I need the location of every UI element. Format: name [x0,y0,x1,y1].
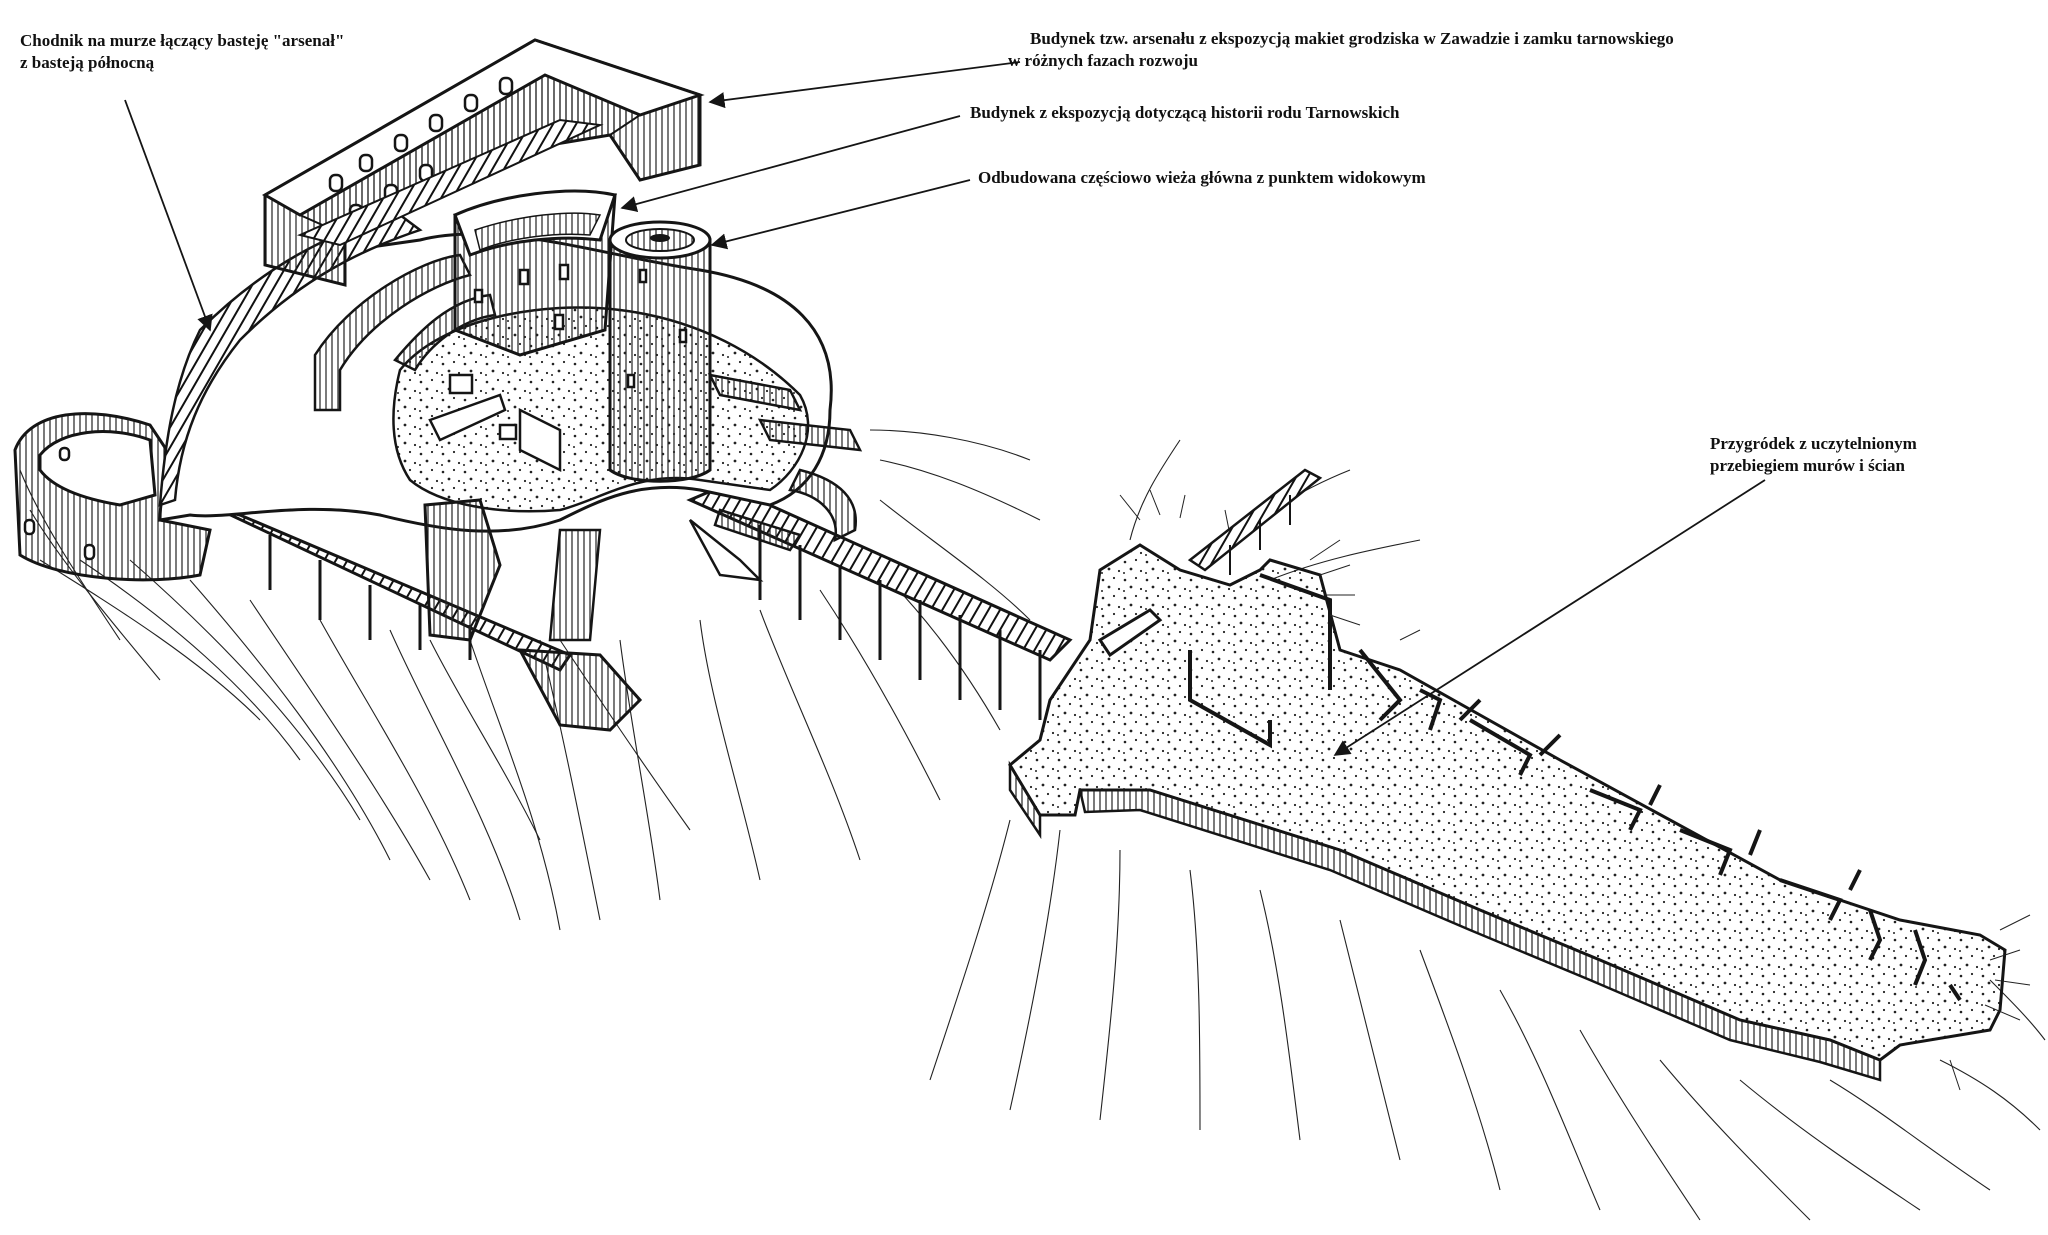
west-bridge [219,508,573,672]
annotation-wieza: Odbudowana częściowo wieża główna z punk… [978,167,1426,189]
main-tower [608,220,712,483]
annotation-chodnik-line1: Chodnik na murze łączący basteję "arsena… [20,31,345,50]
annotation-arsenal-line2: w różnych fazach rozwoju [1008,51,1198,70]
annotation-przygrodek-line1: Przygródek z uczytelnionym [1710,434,1917,453]
annotation-arsenal: Budynek tzw. arsenału z ekspozycją makie… [1008,28,1674,72]
annotation-chodnik: Chodnik na murze łączący basteję "arsena… [20,30,344,74]
annotation-chodnik-line2: z basteją północną [20,53,155,72]
annotation-tarnowscy-line1: Budynek z ekspozycją dotyczącą historii … [970,103,1400,122]
arrow-wieza [710,179,971,250]
annotation-przygrodek-line2: przebiegiem murów i ścian [1710,456,1905,475]
arrow-przygrodek [1333,479,1766,756]
arrow-chodnik [124,99,213,332]
burst-lines [1119,489,2031,1091]
annotation-wieza-line1: Odbudowana częściowo wieża główna z punk… [978,168,1426,187]
bailey-slope-lines [929,439,2046,1221]
annotation-arsenal-line1: Budynek tzw. arsenału z ekspozycją makie… [1030,29,1674,48]
tarnowski-building [453,189,617,357]
outer-bailey [1008,543,2007,1082]
hill-slope-lines [19,429,1041,931]
arrow-arsenal [708,61,1021,109]
annotation-tarnowscy: Budynek z ekspozycją dotyczącą historii … [970,102,1399,124]
arsenal-building [261,38,705,287]
annotation-arrows [124,61,1766,756]
arrow-tarnowscy [620,115,961,212]
annotation-przygrodek: Przygródek z uczytelnionym przebiegiem m… [1710,433,1917,477]
north-footbridge [1187,468,1323,575]
north-bastion [13,412,212,582]
